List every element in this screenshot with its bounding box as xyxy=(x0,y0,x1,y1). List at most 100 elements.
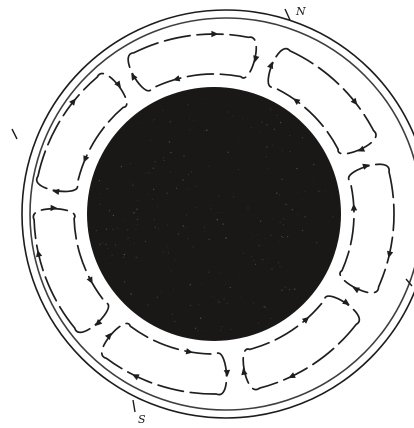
core-speckle xyxy=(331,196,332,197)
core-speckle xyxy=(148,194,149,195)
core-speckle xyxy=(222,213,223,214)
core-speckle xyxy=(158,228,159,229)
core-speckle xyxy=(273,219,274,220)
core-speckle xyxy=(204,130,205,131)
core-speckle xyxy=(280,122,281,123)
core-speckle xyxy=(154,219,155,220)
core-speckle xyxy=(110,263,111,264)
core-speckle xyxy=(112,255,113,256)
core-speckle xyxy=(188,104,189,105)
core-speckle xyxy=(280,266,281,267)
core-speckle xyxy=(202,98,203,99)
core-speckle xyxy=(196,207,197,208)
core-speckle xyxy=(274,129,275,130)
core-speckle xyxy=(133,212,134,213)
core-speckle xyxy=(109,210,110,211)
core-speckle xyxy=(183,225,185,227)
core-speckle xyxy=(316,242,318,244)
core-speckle xyxy=(195,328,196,329)
core-speckle xyxy=(325,191,326,192)
core-speckle xyxy=(186,227,187,228)
core-speckle xyxy=(219,273,220,274)
core-speckle xyxy=(168,252,169,253)
core-speckle xyxy=(100,204,102,206)
core-speckle xyxy=(199,304,200,305)
core-speckle xyxy=(204,231,205,232)
core-speckle xyxy=(129,182,130,183)
core-speckle xyxy=(258,323,259,324)
core-speckle xyxy=(218,195,219,196)
core-speckle xyxy=(296,168,297,169)
core-speckle xyxy=(189,129,190,130)
core-speckle xyxy=(135,229,136,230)
core-speckle xyxy=(134,243,135,244)
core-speckle xyxy=(302,230,303,231)
core-speckle xyxy=(121,166,123,168)
core-speckle xyxy=(225,171,226,172)
core-speckle xyxy=(106,229,107,230)
core-speckle xyxy=(221,330,222,331)
north-label: N xyxy=(295,5,306,18)
core-speckle xyxy=(283,237,284,238)
core-speckle xyxy=(285,204,286,205)
core-speckle xyxy=(259,132,260,133)
core-speckle xyxy=(132,185,133,186)
core-speckle xyxy=(313,266,314,267)
core-speckle xyxy=(206,129,208,131)
core-speckle xyxy=(280,221,281,222)
core-speckle xyxy=(99,180,100,181)
core-speckle xyxy=(123,257,124,258)
core-speckle xyxy=(137,224,138,225)
core-speckle xyxy=(279,242,280,243)
core-speckle xyxy=(239,141,240,142)
core-speckle xyxy=(202,254,203,255)
core-speckle xyxy=(181,329,182,330)
core-speckle xyxy=(189,118,190,119)
core-speckle xyxy=(253,260,254,261)
core-speckle xyxy=(226,284,227,285)
core-speckle xyxy=(173,289,174,290)
core-speckle xyxy=(113,229,114,230)
core-speckle xyxy=(265,307,266,308)
core-speckle xyxy=(170,171,171,172)
core-speckle xyxy=(167,245,168,246)
core-speckle xyxy=(96,230,98,232)
flow-arrowhead xyxy=(224,370,230,377)
core-speckle xyxy=(271,318,272,319)
core-speckle xyxy=(166,192,167,193)
core-speckle xyxy=(153,189,154,190)
core-speckle xyxy=(130,293,131,294)
core-speckle xyxy=(176,188,177,189)
core-speckle xyxy=(313,164,314,165)
core-speckle xyxy=(318,191,320,193)
core-speckle xyxy=(276,193,277,194)
core-speckle xyxy=(183,155,184,156)
core-speckle xyxy=(193,246,194,247)
core-speckle xyxy=(124,281,125,282)
core-speckle xyxy=(264,306,265,307)
core-speckle xyxy=(204,227,205,228)
core-speckle xyxy=(163,157,164,158)
core-speckle xyxy=(221,326,222,327)
core-speckle xyxy=(217,219,218,220)
core-speckle xyxy=(115,245,116,246)
core-speckle xyxy=(289,135,290,136)
convection-cell xyxy=(340,164,394,293)
core-speckle xyxy=(253,303,254,304)
core-speckle xyxy=(212,296,213,297)
core-speckle xyxy=(267,168,268,169)
south-tick xyxy=(133,400,135,412)
core-speckle xyxy=(302,137,303,138)
core-speckle xyxy=(233,196,234,197)
core-speckle xyxy=(163,251,164,252)
core-speckle xyxy=(188,174,189,175)
core-speckle xyxy=(239,275,240,276)
core-speckle xyxy=(332,216,333,217)
core-speckle xyxy=(216,318,217,319)
core-speckle xyxy=(127,237,129,239)
flow-arrowhead xyxy=(357,146,365,152)
core-speckle xyxy=(228,152,229,153)
core-speckle xyxy=(202,284,203,285)
core-speckle xyxy=(305,191,306,192)
